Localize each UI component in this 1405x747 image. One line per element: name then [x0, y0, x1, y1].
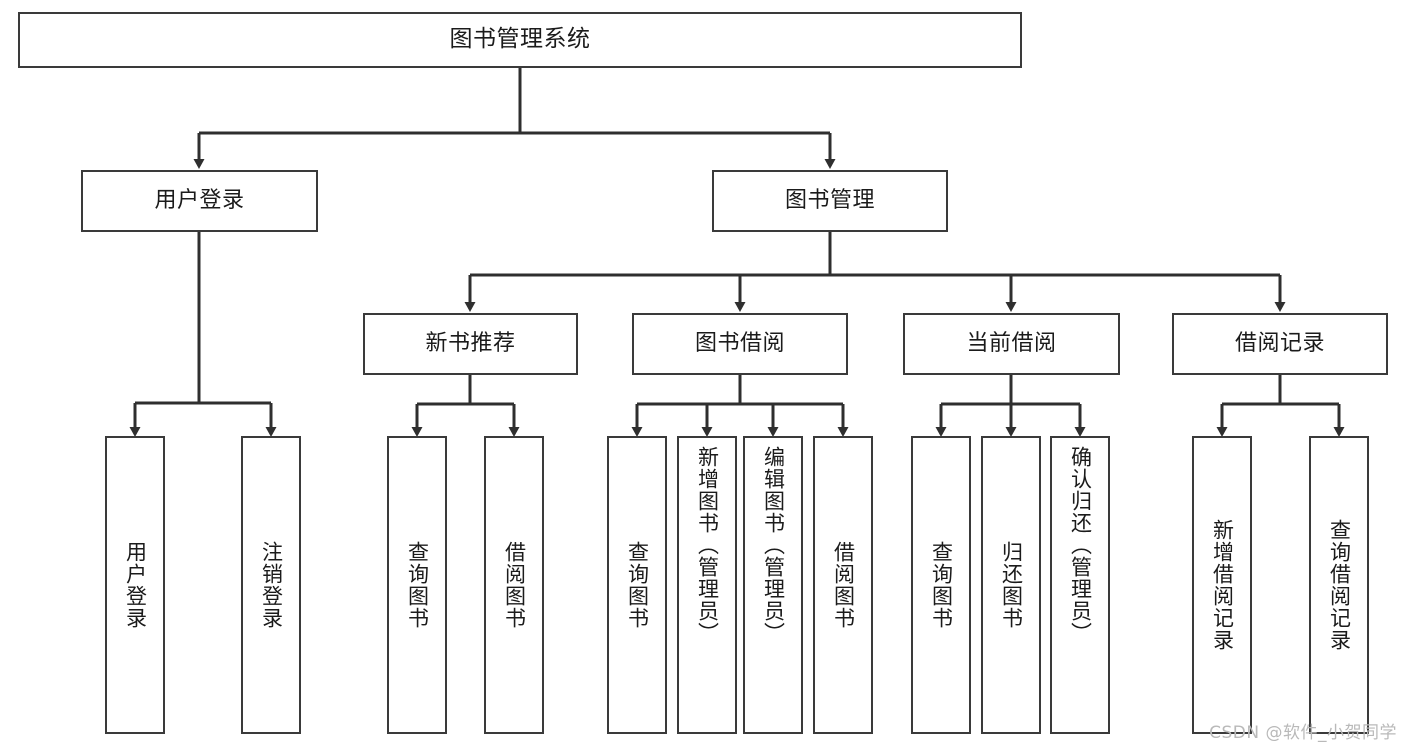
node-leaf-add-book[interactable]: 新增图书（管理员）	[677, 436, 737, 734]
node-current-borrow[interactable]: 当前借阅	[903, 313, 1120, 375]
node-label: 借阅记录	[1234, 330, 1325, 356]
node-label: 用户登录	[154, 187, 245, 213]
node-root-book-management-system[interactable]: 图书管理系统	[18, 12, 1022, 68]
node-book-borrow[interactable]: 图书借阅	[632, 313, 848, 375]
node-leaf-query-book-borrow[interactable]: 查询图书	[607, 436, 667, 734]
node-label: 编辑图书（管理员）	[761, 446, 786, 644]
node-leaf-edit-book[interactable]: 编辑图书（管理员）	[743, 436, 803, 734]
node-borrow-record[interactable]: 借阅记录	[1172, 313, 1388, 375]
node-leaf-query-book-current[interactable]: 查询图书	[911, 436, 971, 734]
watermark-text: CSDN @软件_小贺同学	[1209, 723, 1397, 743]
node-label: 查询图书	[929, 541, 954, 629]
node-label: 图书管理系统	[449, 26, 591, 53]
node-leaf-return-book[interactable]: 归还图书	[981, 436, 1041, 734]
node-label: 借阅图书	[831, 541, 856, 629]
node-label: 查询借阅记录	[1327, 519, 1352, 651]
node-leaf-user-login[interactable]: 用户登录	[105, 436, 165, 734]
node-label: 查询图书	[625, 541, 650, 629]
node-leaf-borrow-book[interactable]: 借阅图书	[813, 436, 873, 734]
node-label: 确认归还（管理员）	[1068, 446, 1093, 644]
node-label: 图书管理	[784, 187, 875, 213]
node-leaf-query-borrow-record[interactable]: 查询借阅记录	[1309, 436, 1369, 734]
node-leaf-logout[interactable]: 注销登录	[241, 436, 301, 734]
node-new-book-recommend[interactable]: 新书推荐	[363, 313, 578, 375]
node-user-login[interactable]: 用户登录	[81, 170, 318, 232]
node-label: 注销登录	[259, 541, 284, 629]
node-leaf-query-book-recommend[interactable]: 查询图书	[387, 436, 447, 734]
node-label: 新增图书（管理员）	[695, 446, 720, 644]
node-label: 图书借阅	[694, 330, 785, 356]
node-leaf-confirm-return[interactable]: 确认归还（管理员）	[1050, 436, 1110, 734]
node-leaf-add-borrow-record[interactable]: 新增借阅记录	[1192, 436, 1252, 734]
node-leaf-borrow-book-recommend[interactable]: 借阅图书	[484, 436, 544, 734]
node-label: 归还图书	[999, 541, 1024, 629]
node-label: 当前借阅	[966, 330, 1057, 356]
node-label: 借阅图书	[502, 541, 527, 629]
node-label: 查询图书	[405, 541, 430, 629]
node-label: 新书推荐	[425, 330, 516, 356]
node-label: 新增借阅记录	[1210, 519, 1235, 651]
node-label: 用户登录	[123, 541, 148, 629]
node-book-management[interactable]: 图书管理	[712, 170, 948, 232]
